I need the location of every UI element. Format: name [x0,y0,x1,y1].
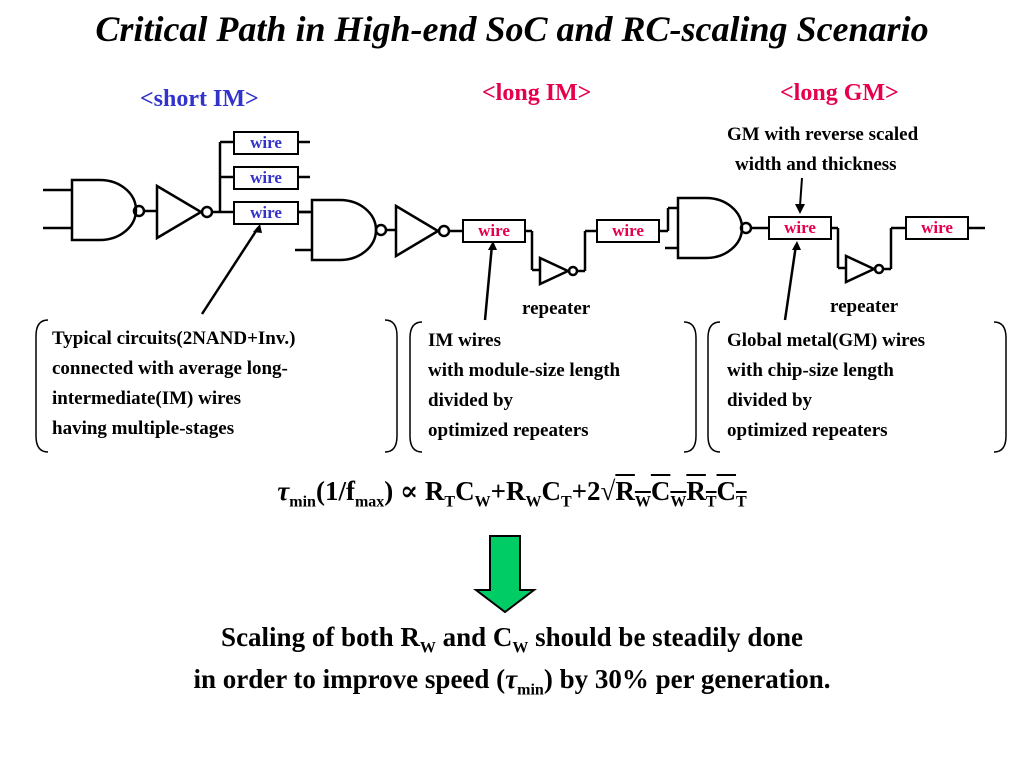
box-im-line: optimized repeaters [428,420,589,441]
eq-sub-w: W [670,493,687,511]
concl-sub: min [517,681,544,699]
eq-radicand: RWCWRTCT [615,476,746,510]
concl-sub: W [512,639,529,657]
section-long-im: <long IM> [482,80,592,106]
wire-box-gm-2: wire [905,216,969,240]
eq-sub-t: T [736,493,747,511]
box-short-line: connected with average long- [52,358,288,379]
box-long-gm: Global metal(GM) wires with chip-size le… [727,326,925,446]
eq-sub-w: W [474,493,491,511]
wire-box-im-2: wire [596,219,660,243]
box-gm-line: with chip-size length [727,360,894,381]
box-im-line: IM wires [428,330,501,351]
concl-sub: W [419,639,436,657]
wire-box-short-1: wire [233,131,299,155]
eq-tau: τ [277,476,290,506]
box-short-im: Typical circuits(2NAND+Inv.) connected w… [52,324,295,444]
eq-r: R [424,476,445,506]
eq-r: R [686,476,706,506]
repeater-label-im: repeater [522,298,591,319]
box-short-line: having multiple-stages [52,418,235,439]
wire-box-short-2: wire [233,166,299,190]
section-long-gm: <long GM> [780,80,899,106]
box-long-im: IM wires with module-size length divided… [428,326,620,446]
slide-title: Critical Path in High-end SoC and RC-sca… [95,9,929,49]
wire-box-short-3: wire [233,201,299,225]
box-im-line: divided by [428,390,514,411]
eq-c: C [716,476,737,506]
concl-text: should be steadily done [528,622,803,652]
eq-freq: (1/f [315,476,355,506]
eq-two: +2 [571,476,601,506]
eq-r: R [505,476,526,506]
repeater-label-gm: repeater [830,296,899,317]
concl-text: Scaling of both R [221,622,420,652]
eq-sub-min: min [289,493,316,511]
wire-box-gm-1: wire [768,216,832,240]
section-short-im: <short IM> [140,86,259,112]
concl-tau: τ [505,664,518,694]
gm-note-line2: width and thickness [735,154,897,175]
eq-sub-t: T [705,493,717,511]
eq-sub-w: W [525,493,542,511]
wire-box-im-1: wire [462,219,526,243]
eq-sub-max: max [354,493,385,511]
eq-c: C [455,476,475,506]
box-gm-line: Global metal(GM) wires [727,330,926,351]
eq-c: C [650,476,671,506]
gm-note-line1: GM with reverse scaled [727,124,919,145]
box-short-line: intermediate(IM) wires [52,388,242,409]
delay-equation: τmin(1/fmax) ∝ RTCW+RWCT+2√RWCWRTCT [0,476,1024,511]
concl-text: in order to improve speed ( [193,664,506,694]
conclusion-line2: in order to improve speed (τmin) by 30% … [0,664,1024,699]
concl-text: ) by 30% per generation. [543,664,831,694]
box-gm-line: divided by [727,390,813,411]
eq-c: C [541,476,561,506]
eq-r: R [615,476,635,506]
conclusion-line1: Scaling of both RW and CW should be stea… [0,622,1024,657]
box-short-line: Typical circuits(2NAND+Inv.) [52,328,296,349]
concl-text: and C [435,622,513,652]
eq-sub-w: W [634,493,651,511]
eq-plus: + [490,476,506,506]
eq-prop: ∝ [393,476,425,506]
eq-sub-t: T [444,493,456,511]
box-im-line: with module-size length [428,360,621,381]
eq-sqrt: √ [600,476,616,506]
eq-sub-t: T [560,493,572,511]
box-gm-line: optimized repeaters [727,420,888,441]
eq-close: ) [384,476,394,506]
